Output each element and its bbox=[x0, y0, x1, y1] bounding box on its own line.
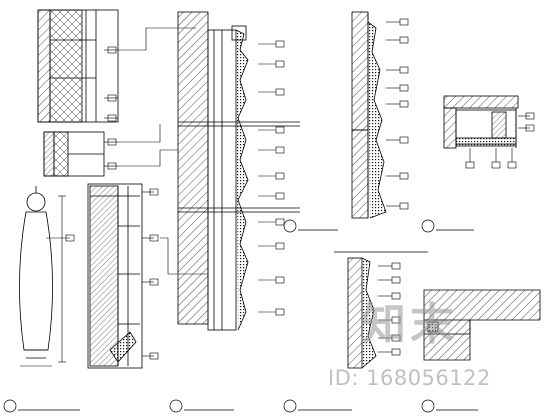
panel-elevation bbox=[87, 183, 159, 369]
bottom-right-node bbox=[423, 289, 541, 361]
watermark-logo: 知末 bbox=[362, 299, 458, 350]
column-elevation bbox=[19, 186, 75, 367]
detail-title-row bbox=[3, 219, 478, 413]
corner-node-detail bbox=[443, 95, 535, 169]
wall-section-center bbox=[118, 11, 300, 331]
watermark-id: ID: 168056122 bbox=[328, 366, 491, 390]
wall-section-right bbox=[351, 11, 409, 219]
wall-section-bottom-right bbox=[334, 251, 428, 369]
wall-section-top-left bbox=[37, 9, 119, 177]
